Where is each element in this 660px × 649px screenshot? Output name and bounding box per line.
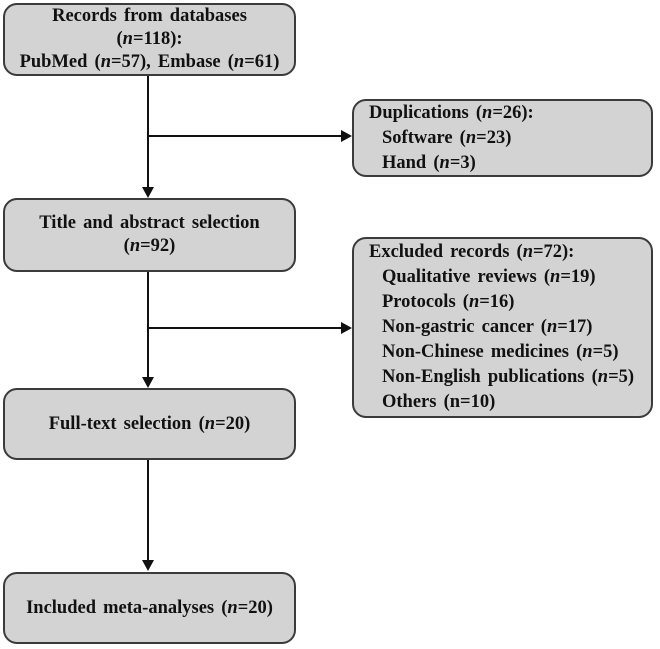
flow-box-text: =20): [215, 413, 251, 434]
box-included-meta-analyses: Included meta-analyses (n=20): [3, 572, 296, 644]
flow-box-text: Non-English publications (: [382, 367, 598, 387]
flow-box-line: Software (n=23): [369, 126, 651, 151]
italic-n-text: n: [546, 317, 558, 337]
italic-n-text: n: [439, 152, 450, 173]
flow-box-line: (n=118):: [5, 28, 294, 51]
flow-box-text: Full-text selection (: [48, 413, 205, 434]
flow-box-text: Included meta-analyses (: [26, 597, 228, 618]
flow-box-line: Full-text selection (n=20): [5, 413, 294, 436]
italic-n-text: n: [468, 292, 480, 312]
connector-line-records-to-title: [147, 76, 149, 188]
arrowhead-down-icon: [142, 187, 154, 198]
flow-box-text: =92): [140, 236, 176, 256]
flow-box-text: =26):: [492, 102, 534, 123]
arrowhead-down-icon: [142, 560, 154, 571]
connector-line-to-duplications: [148, 135, 342, 137]
flow-box-text: Duplications (: [369, 102, 483, 123]
flow-box-text: PubMed (: [19, 52, 101, 72]
flow-box-line: Included meta-analyses (n=20): [5, 597, 294, 620]
flow-box-text: =72):: [532, 242, 575, 262]
flow-box-text: =23): [476, 127, 512, 148]
arrowhead-right-icon: [341, 130, 352, 142]
flow-box-text: =5): [592, 342, 619, 362]
connector-line-fulltext-to-included: [147, 460, 149, 561]
flow-box-text: (: [123, 236, 130, 256]
italic-n-text: n: [233, 52, 245, 72]
flow-box-text: Title and abstract selection: [39, 213, 260, 233]
flow-box-line: Title and abstract selection: [5, 212, 294, 235]
flow-box-text: Protocols (: [382, 292, 469, 312]
flow-box-text: =19): [560, 267, 596, 287]
flow-box-line: Others (n=10): [369, 390, 651, 415]
flow-box-text: =5): [608, 367, 635, 387]
arrowhead-right-icon: [341, 322, 352, 334]
italic-n-text: n: [482, 102, 493, 123]
italic-n-text: n: [550, 267, 561, 287]
flow-box-line: Records from databases: [5, 5, 294, 28]
flow-box-line: Excluded records (n=72):: [369, 240, 651, 265]
flow-box-text: =20): [237, 597, 273, 618]
italic-n-text: n: [129, 236, 141, 256]
flow-box-line: Hand (n=3): [369, 151, 651, 176]
box-full-text-selection: Full-text selection (n=20): [3, 388, 296, 460]
arrowhead-down-icon: [142, 377, 154, 388]
box-title-abstract-selection: Title and abstract selection(n=92): [3, 198, 296, 272]
flow-box-text: Non-Chinese medicines (: [382, 342, 583, 362]
italic-n-text: n: [465, 127, 477, 148]
flow-box-text: (: [116, 29, 123, 49]
italic-n-text: n: [522, 242, 533, 262]
flow-box-line: Non-gastric cancer (n=17): [369, 315, 651, 340]
box-duplications: Duplications (n=26):Software (n=23)Hand …: [352, 99, 653, 177]
flow-box-text: Records from databases: [52, 6, 247, 26]
flow-box-text: =3): [449, 152, 476, 173]
flow-box-line: PubMed (n=57), Embase (n=61): [5, 51, 294, 74]
flow-box-line: Non-Chinese medicines (n=5): [369, 340, 651, 365]
flow-box-line: Qualitative reviews (n=19): [369, 265, 651, 290]
italic-n-text: n: [122, 29, 133, 49]
flow-box-text: Qualitative reviews (: [382, 267, 551, 287]
flow-box-line: (n=92): [5, 235, 294, 258]
italic-n-text: n: [227, 597, 238, 618]
connector-line-title-to-fulltext: [147, 272, 149, 378]
flow-box-text: =17): [557, 317, 593, 337]
flow-box-text: Hand (: [382, 152, 440, 173]
flow-box-text: Software (: [382, 127, 466, 148]
box-records-from-databases: Records from databases(n=118):PubMed (n=…: [3, 3, 296, 76]
italic-n-text: n: [204, 413, 216, 434]
box-excluded-records: Excluded records (n=72):Qualitative revi…: [352, 237, 653, 418]
flow-box-line: Duplications (n=26):: [369, 101, 651, 126]
flow-box-text: Non-gastric cancer (: [382, 317, 547, 337]
flow-box-line: Non-English publications (n=5): [369, 365, 651, 390]
flow-box-text: Others (n=10): [382, 392, 496, 412]
italic-n-text: n: [597, 367, 609, 387]
flow-box-text: Excluded records (: [369, 242, 523, 262]
flow-box-text: =16): [479, 292, 515, 312]
flow-box-text: =118):: [132, 29, 183, 49]
flow-box-line: Protocols (n=16): [369, 290, 651, 315]
flow-box-text: =61): [244, 52, 280, 72]
flow-box-text: =57), Embase (: [110, 52, 234, 72]
italic-n-text: n: [582, 342, 593, 362]
connector-line-to-excluded: [148, 327, 342, 329]
italic-n-text: n: [100, 52, 111, 72]
